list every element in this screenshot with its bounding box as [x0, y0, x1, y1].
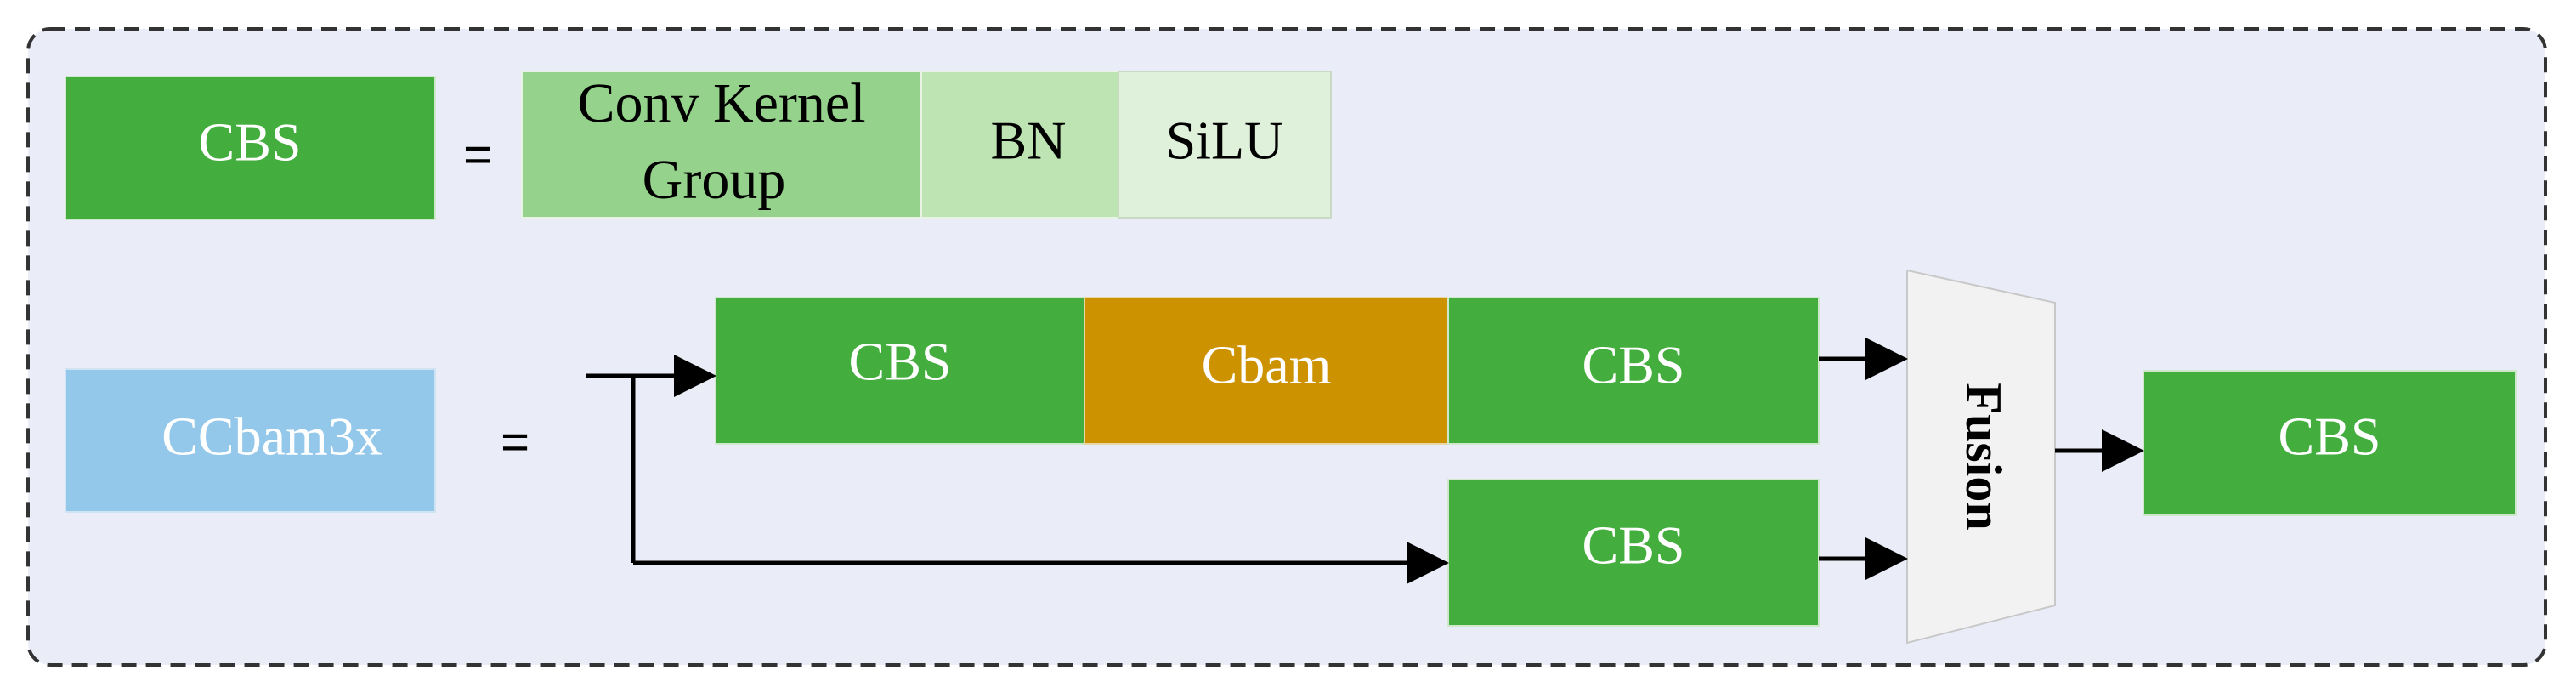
output-cbs-label: CBS	[2279, 406, 2381, 467]
top-cbs-right-label: CBS	[1582, 335, 1685, 395]
bottom-cbs-label: CBS	[1582, 515, 1685, 576]
silu-label: SiLU	[1166, 111, 1284, 171]
legend-equals-sign: =	[463, 127, 492, 182]
fusion-block: Fusion	[1906, 269, 2056, 645]
top-cbs-right-block: CBS	[1447, 297, 1820, 445]
silu-block: SiLU	[1118, 71, 1332, 219]
conv-kernel-line1: Conv Kernel	[577, 72, 865, 134]
cbs-legend-block: CBS	[65, 76, 436, 220]
conv-group-line2: Group	[643, 149, 786, 211]
top-cbs-left-block: CBS	[715, 297, 1085, 445]
module-equals-sign: =	[501, 414, 529, 469]
fusion-label: Fusion	[1956, 383, 2012, 530]
top-cbs-left-label: CBS	[849, 332, 952, 392]
output-cbs-block: CBS	[2143, 370, 2517, 516]
bottom-cbs-block: CBS	[1447, 479, 1820, 627]
cbam-label: Cbam	[1202, 335, 1332, 395]
ccbam3x-label: CCbam3x	[161, 406, 382, 467]
bn-block: BN	[920, 71, 1119, 219]
connectors	[586, 338, 2144, 584]
cbs-legend-label: CBS	[199, 112, 302, 173]
ccbam3x-name-block: CCbam3x	[65, 368, 436, 513]
cbam-block: Cbam	[1084, 297, 1449, 445]
bn-label: BN	[991, 111, 1067, 171]
conv-kernel-group-block: Conv Kernel Group	[521, 71, 922, 219]
